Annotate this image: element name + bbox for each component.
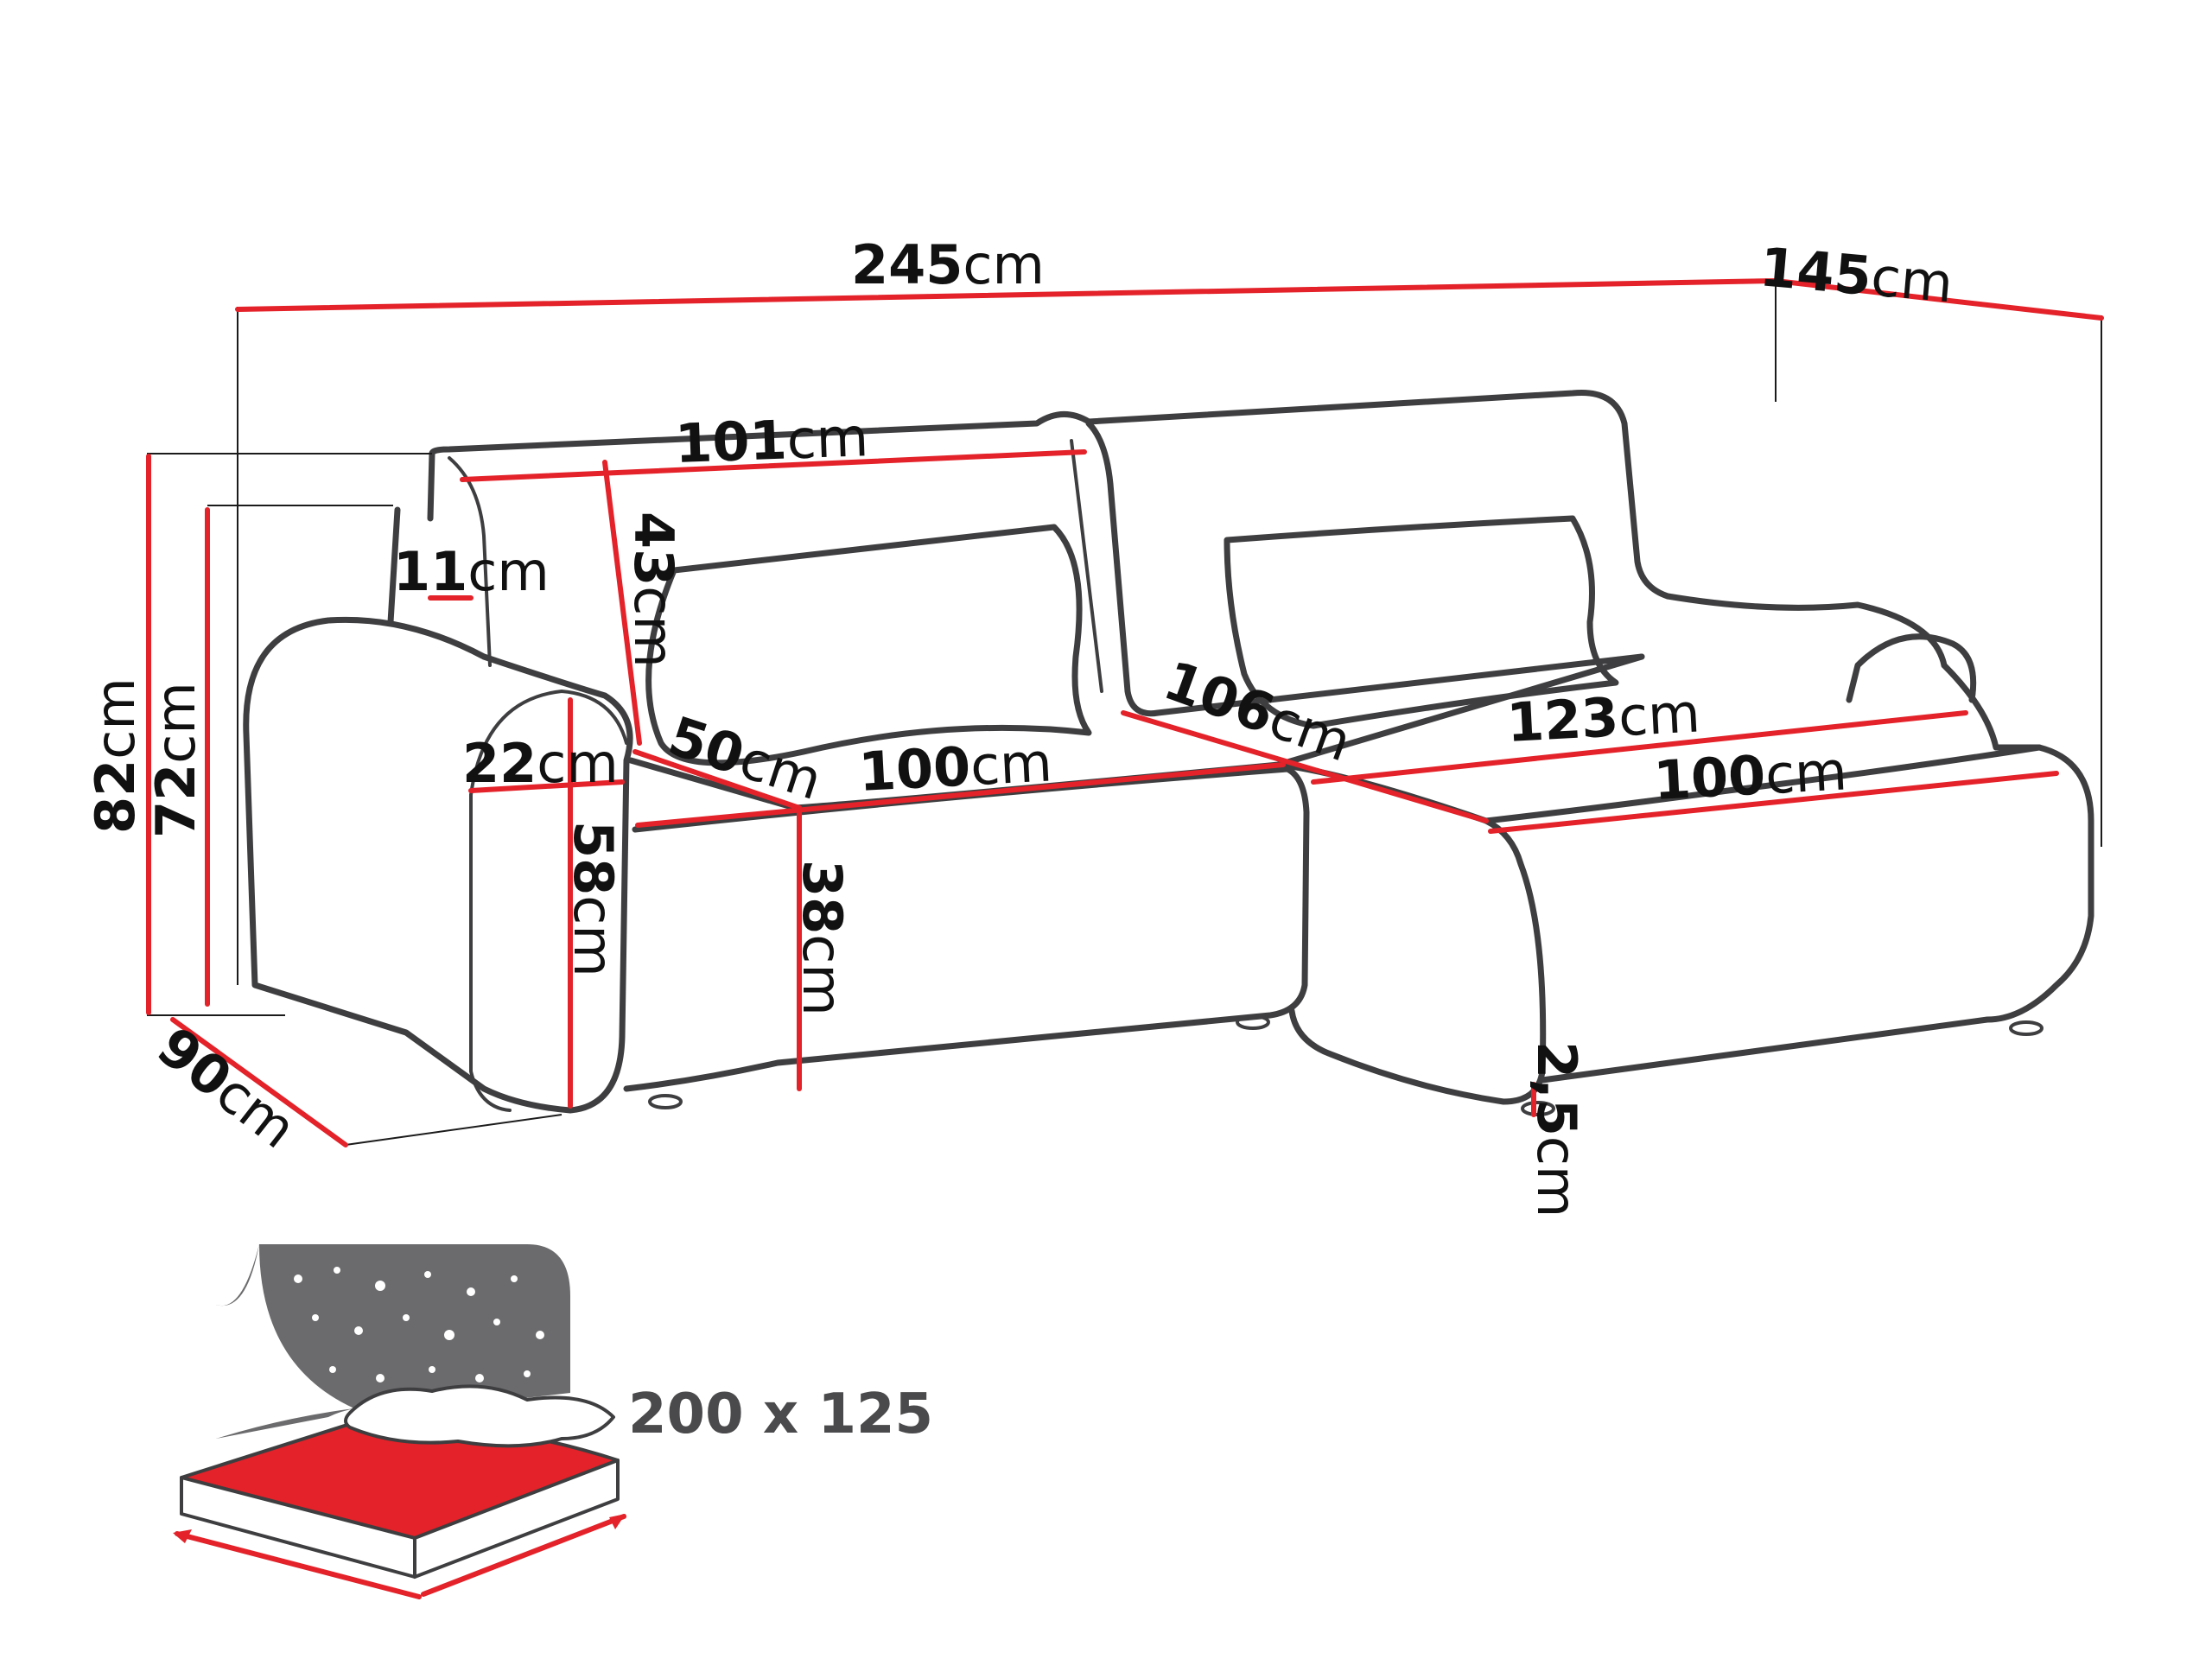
- label-sleeping-area: 200 x 125: [628, 1382, 933, 1446]
- label-total-height: 82cm: [84, 677, 147, 834]
- label-seat-width: 100cm: [857, 730, 1053, 804]
- dim-line-seat-width: [635, 762, 1286, 828]
- dim-line-seat-depth: [632, 749, 802, 810]
- dim-line-chaise-depth: [1773, 278, 2104, 321]
- dimension-lines: [146, 278, 2104, 1147]
- label-depth: 90cm: [146, 1014, 308, 1160]
- label-chaise-length: 123cm: [1505, 681, 1701, 754]
- dim-line-chaise-length: [1311, 710, 1968, 785]
- label-total-width: 245cm: [851, 233, 1045, 296]
- label-back-height: 72cm: [144, 682, 207, 838]
- stars-icon: [231, 1267, 544, 1394]
- label-arm-width: 22cm: [462, 732, 619, 795]
- label-chaise-depth: 145cm: [1758, 235, 1955, 315]
- dim-line-arm-width: [468, 779, 625, 793]
- pillow-icon: [344, 1384, 615, 1448]
- label-leg-height: 2,5cm: [1525, 1041, 1588, 1217]
- dim-line-backrest-width: [460, 449, 1087, 482]
- sleeping-area-icon: 200 x 125: [173, 1244, 933, 1599]
- bed-arrow-length: [175, 1531, 422, 1599]
- bed-arrow-width: [421, 1514, 626, 1597]
- label-backrest-width: 101cm: [674, 405, 869, 475]
- label-backrest-height: 43cm: [622, 512, 685, 668]
- label-arm-height: 58cm: [562, 821, 625, 977]
- dim-line-seat-diagonal: [1121, 710, 1489, 823]
- dim-line-backrest-height: [602, 460, 642, 746]
- dim-line-chaise-width: [1488, 771, 2059, 834]
- dimension-labels: 245cm 145cm 101cm 11cm 43cm 22cm 50cm 10…: [84, 233, 1955, 1217]
- label-chaise-width: 100cm: [1652, 739, 1848, 812]
- dim-line-depth: [170, 1017, 348, 1147]
- dim-line-total-width: [235, 278, 1778, 312]
- label-seat-height: 38cm: [791, 860, 854, 1016]
- moon-icon: [216, 1244, 354, 1439]
- label-arm-top: 11cm: [393, 540, 550, 603]
- extension-lines: [147, 281, 2102, 1146]
